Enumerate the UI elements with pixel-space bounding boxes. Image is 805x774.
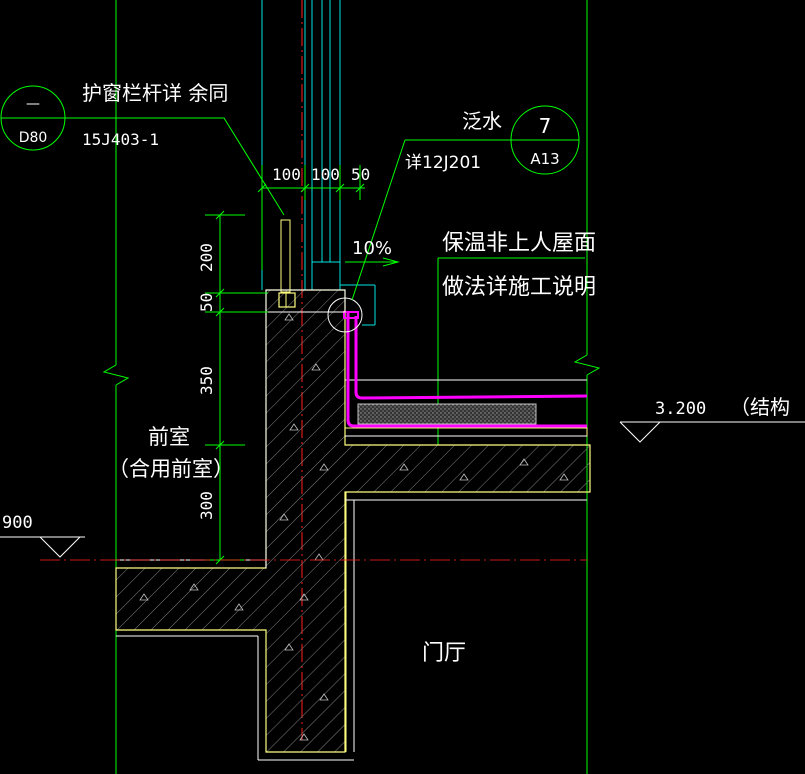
elevation-marker-left	[0, 536, 85, 558]
bubble1-top: —	[26, 96, 40, 112]
axis-lines	[102, 0, 601, 774]
window-frame-lines	[261, 0, 376, 326]
concrete-structure	[115, 289, 591, 761]
room-name-anteroom-note: （合用前室）	[108, 457, 234, 481]
dim-v-1: 200	[197, 243, 216, 272]
room-name-lobby: 门厅	[422, 641, 466, 666]
room-name-anteroom: 前室	[148, 425, 190, 449]
elevation-left-value: 900	[2, 513, 33, 533]
bubble2-top: 7	[539, 114, 552, 138]
guard-railing	[265, 219, 346, 313]
leader-lines	[80, 117, 545, 301]
guard-note: 护窗栏杆详 余同	[82, 81, 228, 105]
roof-note-line1: 保温非上人屋面	[442, 231, 596, 256]
dim-v-4: 300	[197, 491, 216, 520]
roof-note-line2: 做法详施工说明	[442, 275, 596, 300]
detail-bubble-2: 7 A13	[510, 105, 580, 175]
dim-h-3: 50	[351, 165, 370, 184]
dimension-lines	[205, 165, 365, 565]
elevation-marker-right	[619, 421, 805, 443]
elevation-right-value: 3.200	[655, 399, 706, 419]
bubble2-bottom: A13	[530, 150, 559, 168]
dim-h-1: 100	[272, 165, 301, 184]
slope-label: 10%	[352, 238, 392, 259]
detail-bubble-1: — D80	[0, 85, 80, 151]
flashing-ref: 详12J201	[405, 153, 481, 173]
roof-layers	[327, 297, 588, 437]
dim-v-2: 50	[197, 293, 216, 312]
bubble1-bottom: D80	[19, 130, 48, 146]
dim-v-3: 350	[197, 366, 216, 395]
dim-h-2: 100	[311, 165, 340, 184]
guard-ref-sheet: 15J403-1	[82, 130, 159, 149]
flashing-label: 泛水	[462, 109, 502, 133]
elevation-right-suffix: （结构	[730, 395, 790, 419]
